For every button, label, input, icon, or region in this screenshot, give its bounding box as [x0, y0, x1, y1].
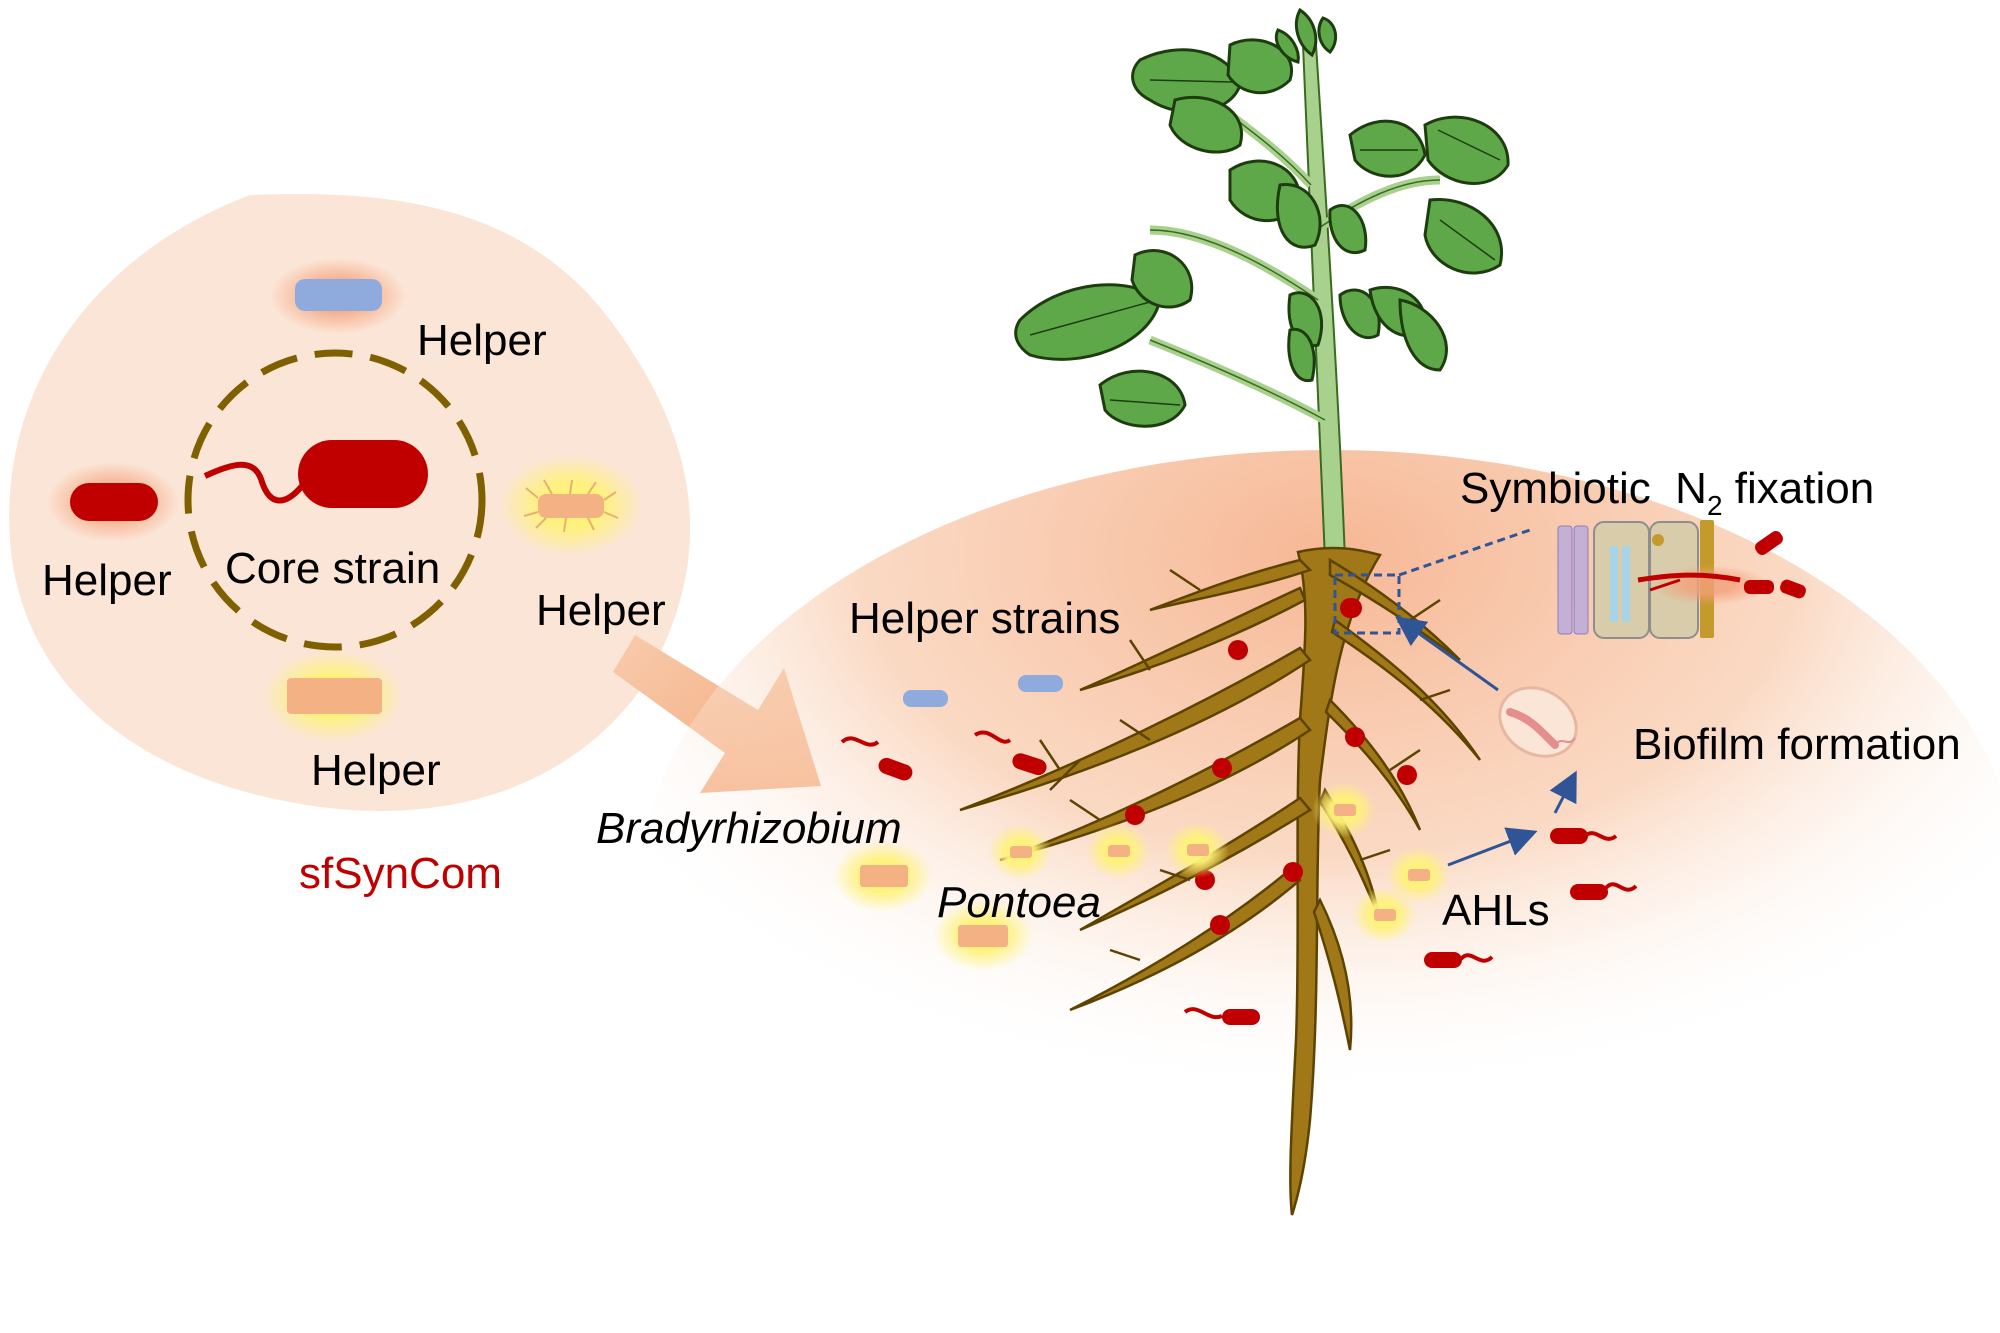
biofilm-arrow [1549, 770, 1577, 814]
symbiotic-fixation-illustration [1557, 520, 1806, 639]
sfsyncom-panel: Core strain Helper Helper Helper Helper … [9, 194, 691, 898]
helper-top-label: Helper [417, 316, 547, 365]
nodule [1212, 758, 1232, 778]
pontoea-cell [1386, 847, 1450, 903]
soil-helper-blue [903, 675, 1063, 707]
brady-cell [1550, 828, 1618, 844]
pontoea-label: Pontoea [937, 878, 1101, 927]
helper-bottom-cell [263, 650, 403, 742]
nodule [1125, 805, 1145, 825]
biofilm-formation-label: Biofilm formation [1633, 720, 1961, 769]
nodule [1283, 862, 1303, 882]
blue-helper-cell [903, 690, 948, 707]
symbiotic-n2-fixation-label: Symbiotic N2 fixation [1460, 464, 1874, 521]
core-dashed-circle [184, 349, 486, 651]
n2-subscript: 2 [1707, 490, 1723, 521]
pontoea-cell [1312, 782, 1376, 838]
leaf [1338, 288, 1381, 339]
soil-rhizosphere [640, 450, 2000, 1330]
root-branch [1149, 558, 1313, 612]
zoom-box [1333, 573, 1401, 635]
zoom-callout-line [1398, 528, 1531, 577]
nodule [1397, 765, 1417, 785]
pontoea-cell [988, 824, 1052, 880]
ahls-label: AHLs [1442, 886, 1550, 935]
root-branch [959, 646, 1312, 812]
ahls-arrow [1447, 827, 1538, 867]
leaf [1168, 95, 1244, 154]
core-strain-cell [203, 440, 428, 508]
symbiotic-suffix: fixation [1723, 464, 1875, 513]
brady-cell [1424, 952, 1494, 968]
brady-cell [840, 736, 913, 781]
plant-shoot [1014, 7, 1510, 561]
symbiotic-prefix: Symbiotic N [1460, 464, 1707, 513]
root-nodules [1125, 598, 1417, 935]
root-branch [1330, 617, 1482, 761]
signaling-arrows [1395, 616, 1577, 867]
leaf [1226, 38, 1294, 95]
nodule [1228, 640, 1248, 660]
core-flagellum [203, 461, 305, 504]
leaf [1098, 369, 1187, 428]
pontoea-cell [833, 840, 933, 912]
soil-bradyrhizobium-cells [840, 730, 1638, 1025]
root-branch [1069, 866, 1302, 1012]
leaf [1130, 249, 1194, 309]
helper-right-label: Helper [536, 586, 666, 635]
helper-bottom-label: Helper [311, 746, 441, 795]
pontoea-cell [1165, 822, 1229, 878]
helper-strains-label: Helper strains [849, 594, 1120, 643]
leaf [1295, 7, 1318, 58]
nodule [1210, 915, 1230, 935]
core-cell-body [298, 440, 428, 508]
biofilm-capsule [1498, 686, 1578, 758]
root-branch [1312, 897, 1353, 1051]
leaf [1317, 16, 1338, 54]
brady-cell [1570, 882, 1638, 900]
bradyrhizobium-label: Bradyrhizobium [596, 804, 902, 853]
leaf [1274, 28, 1300, 64]
brady-cell [1183, 1007, 1260, 1025]
core-strain-label: Core strain [225, 544, 440, 593]
leaf [1287, 327, 1316, 383]
leaf [1014, 283, 1162, 361]
pontoea-cell [1352, 887, 1416, 943]
helper-left-label: Helper [42, 556, 172, 605]
pontoea-cell [1086, 823, 1150, 879]
leaf [1423, 115, 1510, 185]
colonization-arrow [1395, 616, 1499, 692]
leaf [1348, 119, 1427, 178]
leaf [1398, 298, 1448, 372]
nodule [1345, 727, 1365, 747]
brady-cell [973, 730, 1047, 776]
soil-pontoea-cells [833, 782, 1450, 971]
nodule [1342, 598, 1362, 618]
blue-helper-cell [1018, 675, 1063, 692]
leaf [1328, 204, 1368, 254]
helper-left-cell [47, 462, 179, 542]
sfsyncom-title: sfSynCom [299, 849, 502, 898]
root-branch [1079, 586, 1307, 692]
pontoea-cell [933, 899, 1033, 971]
leaf [1275, 183, 1322, 249]
helper-top-cell [270, 258, 406, 334]
helper-right-cell [499, 455, 643, 555]
